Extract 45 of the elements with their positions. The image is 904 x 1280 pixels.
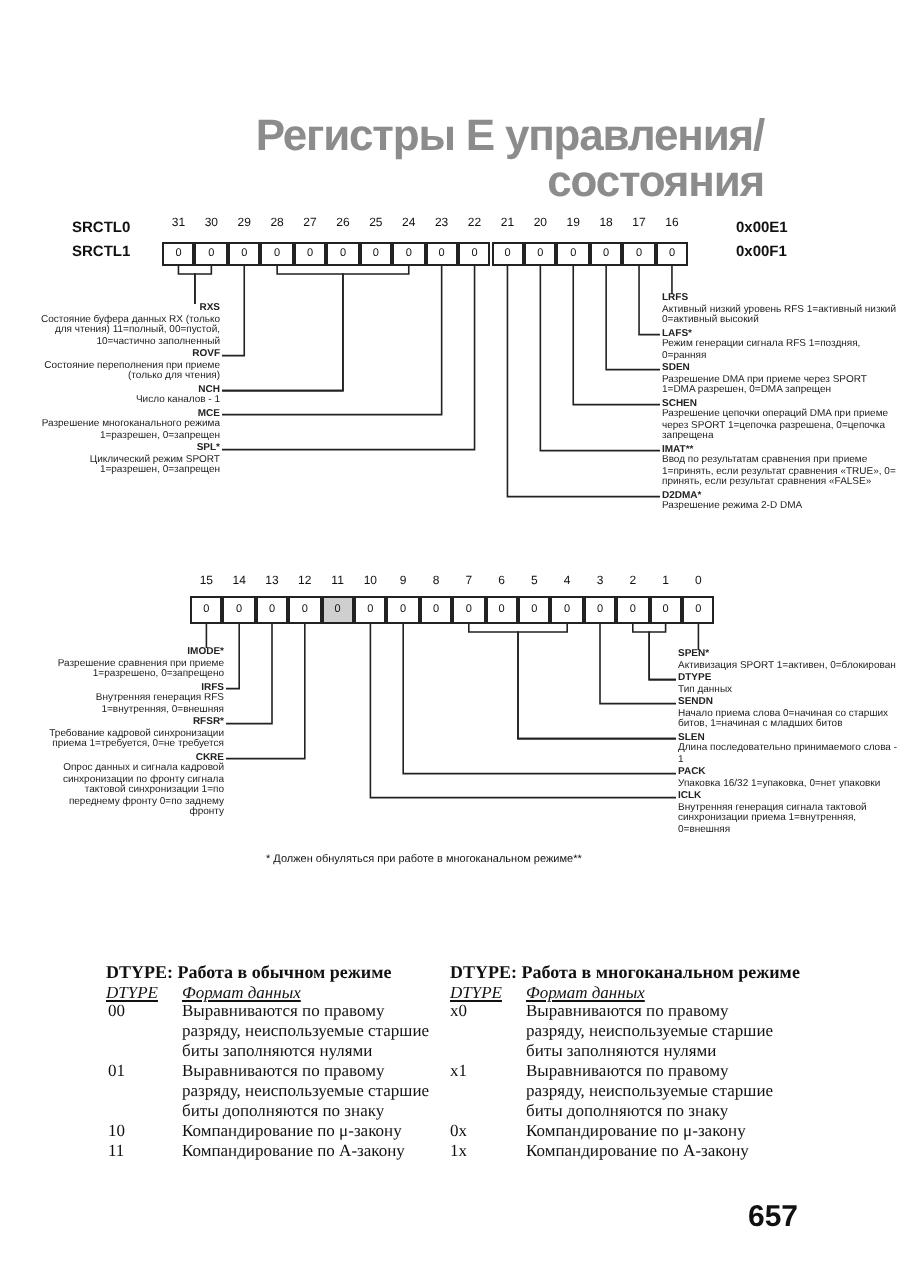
table-heading: DTYPE: Работа в многоканальном режиме <box>450 962 800 982</box>
table-text: Выравниваются по правому разряду, неиспользуемые старшие биты заполняются нулями <box>182 1000 432 1060</box>
table-text: Выравниваются по правому разряду, неиспользуемые старшие биты заполняются нулями <box>526 1000 776 1060</box>
column-header: Формат данных <box>182 982 301 1002</box>
leader-line <box>599 623 677 705</box>
leader-line <box>221 265 443 416</box>
leader-line <box>225 623 306 760</box>
leader-line <box>225 623 273 725</box>
table-text: Выравниваются по правому разряду, неиспользуемые старшие биты дополняются по знаку <box>182 1060 432 1120</box>
leader-line <box>539 265 661 452</box>
table-text: 0x <box>450 1120 467 1140</box>
column-header: Формат данных <box>526 982 645 1002</box>
table-text: Компандирование по μ-закону <box>526 1120 748 1140</box>
table-text: Выравниваются по правому разряду, неиспользуемые старшие биты дополняются по знаку <box>526 1060 776 1120</box>
leader-line <box>369 623 677 799</box>
table-text: 10 <box>108 1120 125 1140</box>
leader-line <box>221 265 410 392</box>
table-text: 1x <box>450 1140 467 1160</box>
page-title: Регистры E управления/состояния <box>253 112 764 204</box>
leader-line <box>205 623 208 649</box>
table-text: Компандирование по A-закону <box>182 1140 407 1160</box>
table-text: 11 <box>108 1140 125 1160</box>
leader-line <box>517 623 677 740</box>
column-header: DTYPE <box>450 982 502 1002</box>
leader-line <box>638 265 661 336</box>
leader-line <box>194 265 213 305</box>
table-text: Компандирование по A-закону <box>526 1140 751 1160</box>
table-heading: DTYPE: Работа в обычном режиме <box>106 962 392 982</box>
leader-line <box>225 623 240 690</box>
leader-line <box>402 623 677 775</box>
leader-line <box>572 265 661 406</box>
table-text: 01 <box>108 1060 125 1080</box>
leader-line <box>671 265 673 295</box>
column-header: DTYPE <box>106 982 158 1002</box>
leader-line <box>605 265 661 371</box>
leader-line <box>221 265 246 357</box>
leader-line <box>221 265 476 451</box>
table-text: Компандирование по μ-закону <box>182 1120 404 1140</box>
leader-line <box>697 623 700 651</box>
table-text: 00 <box>108 1000 125 1020</box>
page-number: 657 <box>748 1198 799 1238</box>
table-text: x0 <box>450 1000 467 1020</box>
leader-line <box>648 623 677 681</box>
table-text: x1 <box>450 1060 467 1080</box>
leader-line <box>506 265 661 498</box>
